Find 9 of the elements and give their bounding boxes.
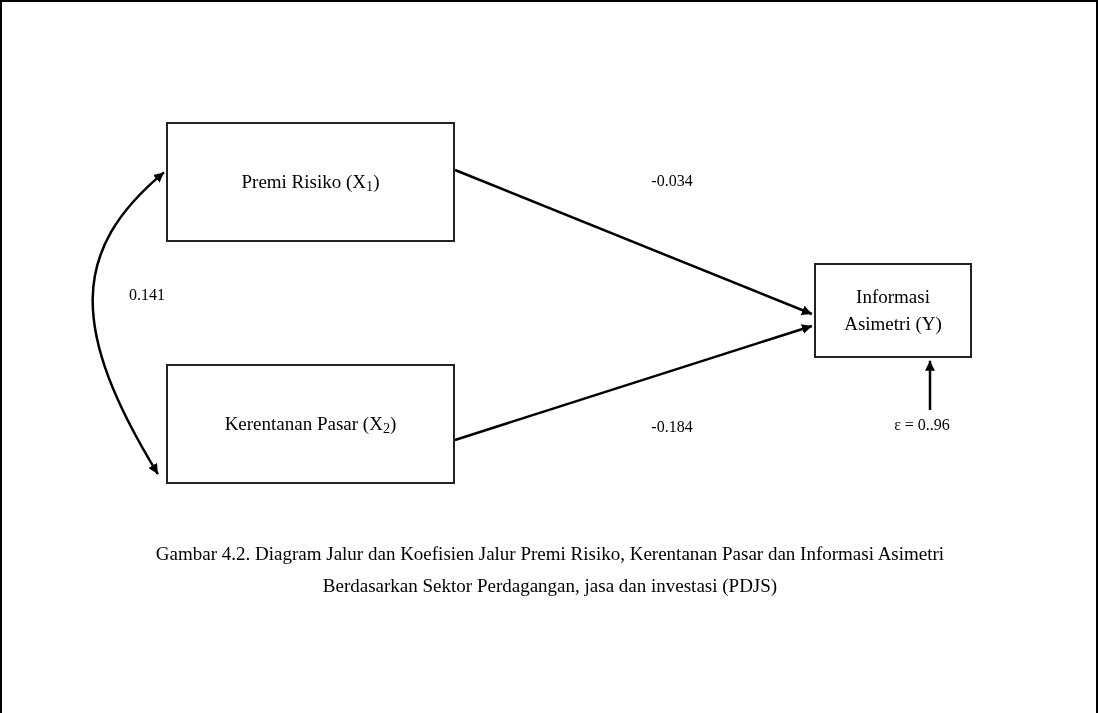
variable-box: Informasi Asimetri (Y)	[814, 263, 972, 358]
arrow	[454, 324, 813, 442]
variable-box: Premi Risiko (X$_{1}$)	[166, 122, 455, 242]
arrow	[925, 360, 935, 410]
variable-box: Kerentanan Pasar (X$_{2}$)	[166, 364, 455, 484]
arrow	[454, 168, 813, 316]
figure-caption: Gambar 4.2. Diagram Jalur dan Koefisien Jalur Premi Risiko, Kerentanan Pasar dan Informasi Asimetri Berdasarkan Sektor Perdagangan, jasa dan investasi (PDJS)	[154, 542, 946, 598]
arrow	[91, 171, 165, 475]
error-term-label: ε = 0..96	[872, 412, 972, 438]
